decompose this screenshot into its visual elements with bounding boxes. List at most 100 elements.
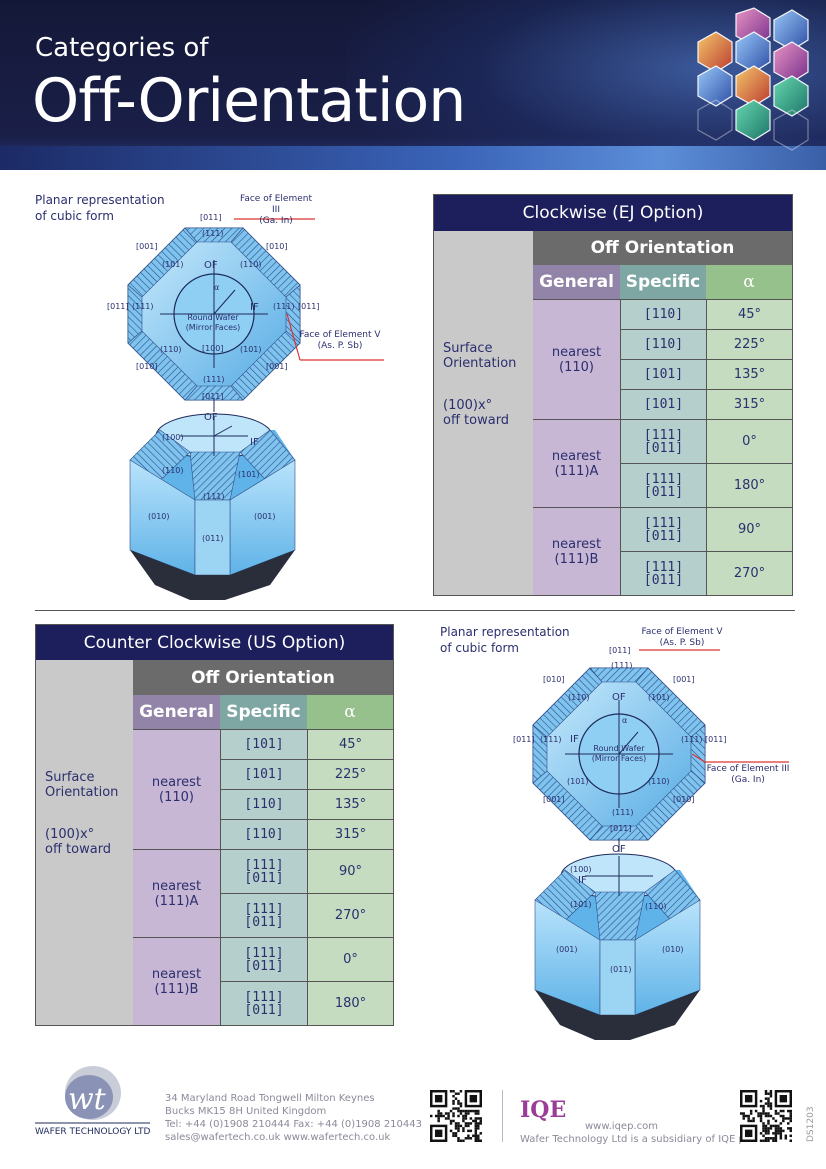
miller-label: [011] [202,392,224,401]
qr-code-iqe[interactable] [740,1090,792,1142]
alpha-angle-cell: 45° [706,299,792,329]
off-orientation-header: Off Orientation [533,231,792,265]
miller-label: (110) [645,902,667,911]
miller-label: [011] [107,302,129,311]
miller-label: (001) [254,512,276,521]
qr-code-wafertech[interactable] [430,1090,482,1142]
miller-label: (111) [203,492,225,501]
surface-orientation-label: Surface Orientation (100)x° off toward [443,341,533,428]
miller-label: (100) [570,865,592,874]
miller-label: (110) [568,693,590,702]
if-label: IF [250,437,259,448]
miller-label: (111) [132,302,154,311]
iqe-subsidiary-note: Wafer Technology Ltd is a subsidiary of … [520,1134,757,1145]
miller-label: (100) [162,433,184,442]
specific-direction-cell: [111] [011] [620,419,706,463]
miller-label: (111) [540,735,562,744]
alpha-angle-cell: 270° [307,893,393,937]
label-line: off toward [45,842,112,857]
general-cell: nearest (111)B [133,937,220,1025]
round-wafer-label: Round Wafer (Mirror Faces) [178,313,248,333]
miller-label: [011] [200,213,222,222]
miller-label: (101) [570,900,592,909]
label-line: (Ga. In) [731,775,765,785]
alpha-angle-cell: 45° [307,729,393,759]
miller-label: [011] [609,646,631,655]
alpha-column-header: α [706,265,792,299]
hexagon-image-collage [697,7,809,151]
general-cell: nearest (110) [533,299,620,419]
specific-direction-cell: [111] [011] [220,893,307,937]
specific-column-header: Specific [620,265,706,299]
miller-label: (101) [567,777,589,786]
of-label: OF [204,260,218,271]
address-line: Bucks MK15 8H United Kingdom [165,1106,327,1117]
miller-label: [001] [543,795,565,804]
alpha-angle-cell: 0° [706,419,792,463]
miller-label: (111) [203,375,225,384]
label-line: Face of Element V [641,627,723,637]
alpha-angle-cell: 135° [706,359,792,389]
miller-label: (110) [160,345,182,354]
general-cell: nearest (110) [133,729,220,849]
miller-label: (010) [148,512,170,521]
crystal-cube-top [129,398,296,600]
miller-label: (101) [238,470,260,479]
miller-label: [100] [202,344,224,353]
specific-direction-cell: [101] [620,359,706,389]
specific-direction-cell: [111] [011] [220,981,307,1025]
miller-label: (011) [610,965,632,974]
label-line: (Mirror Faces) [591,754,647,763]
miller-label: (111) [681,735,703,744]
planar-label-bottom: Planar representation of cubic form [440,624,570,656]
label-line: Round Wafer [187,313,239,322]
alpha-angle-cell: 180° [307,981,393,1025]
alpha-angle-cell: 90° [307,849,393,893]
label-line: (Ga. In) [259,216,293,226]
of-label: OF [612,692,626,703]
specific-direction-cell: [110] [220,819,307,849]
crystal-diagram-top [127,218,384,600]
label-line: Face of Element V [299,330,381,340]
label-line: Surface [45,770,95,785]
miller-label: (101) [648,693,670,702]
if-label: IF [570,734,579,745]
clockwise-table: Clockwise (EJ Option) Surface Orientatio… [433,194,793,596]
face-element-iii-label: Face of Element III (Ga. In) [706,764,790,786]
specific-direction-cell: [110] [620,299,706,329]
miller-label: [001] [136,242,158,251]
section-divider [35,610,795,611]
miller-label: [010] [266,242,288,251]
alpha-angle-cell: 315° [706,389,792,419]
alpha-angle-cell: 180° [706,463,792,507]
surface-orientation-label: Surface Orientation (100)x° off toward [45,770,135,857]
label-line: Surface [443,341,493,356]
planar-label-line: Planar representation [440,625,570,639]
table-title: Clockwise (EJ Option) [434,195,792,231]
of-label: OF [612,844,626,855]
label-line: Orientation [443,356,517,371]
miller-label: [010] [543,675,565,684]
specific-column-header: Specific [220,695,307,729]
specific-direction-cell: [111] [011] [620,551,706,595]
specific-direction-cell: [101] [220,729,307,759]
miller-label: (111) [612,808,634,817]
alpha-label: α [214,283,220,292]
crystal-cube-bottom [534,838,701,1040]
alpha-angle-cell: 0° [307,937,393,981]
specific-direction-cell: [111] [011] [220,937,307,981]
miller-label: [011] [705,735,727,744]
miller-label: [001] [266,362,288,371]
company-name: WAFER TECHNOLOGY LTD [35,1127,151,1137]
iqe-url[interactable]: www.iqep.com [585,1121,658,1132]
specific-direction-cell: [110] [620,329,706,359]
specific-direction-cell: [111] [011] [620,463,706,507]
if-label: IF [250,302,259,313]
crystal-diagram-bottom [532,649,789,1040]
round-wafer-label: Round Wafer (Mirror Faces) [584,744,654,764]
alpha-column-header: α [307,695,393,729]
miller-label: [011] [513,735,535,744]
miller-label: [001] [673,675,695,684]
specific-direction-cell: [111] [011] [220,849,307,893]
address-line: sales@wafertech.co.uk www.wafertech.co.u… [165,1132,391,1143]
